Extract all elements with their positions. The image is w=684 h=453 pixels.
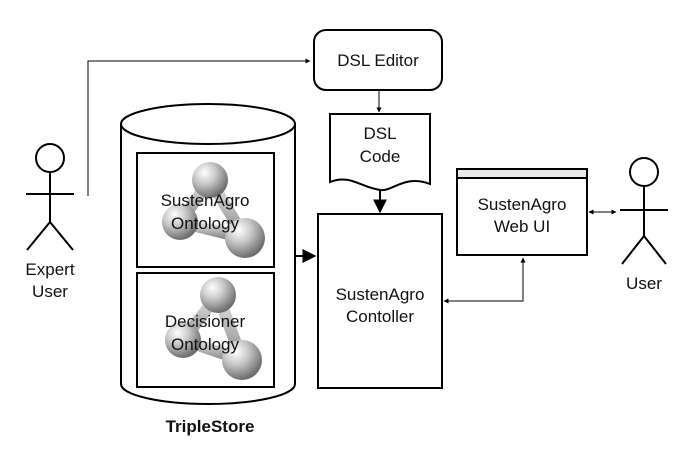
expert-user-actor [26,143,74,251]
dsl-code-label-line1: DSL [363,124,396,143]
sustenagro-ontology-molecule-icon [162,162,265,258]
expert-user-head-icon [35,143,65,173]
user-head-icon [629,157,659,187]
expert-user-label-line2: User [32,282,68,301]
triplestore-label: TripleStore [166,417,255,436]
decisioner-ontology-label-line1: Decisioner [165,312,246,331]
dsl-code-label-line2: Code [360,147,401,166]
sustenagro-ontology-label-line2: Ontology [171,214,240,233]
expert-user-label-line1: Expert [25,260,74,279]
controller-label-line2: Contoller [346,307,414,326]
controller-webui-arrow [443,257,526,304]
expert-to-editor-arrow [87,58,311,196]
web-ui-label-line1: SustenAgro [478,195,567,214]
web-ui-title-bar [456,168,588,179]
sustenagro-ontology-label-line1: SustenAgro [161,191,250,210]
controller-label-line1: SustenAgro [336,285,425,304]
dsl-editor-box [313,29,443,91]
decisioner-ontology-label-line2: Ontology [171,335,240,354]
user-actor [620,157,668,265]
web-ui-label-line2: Web UI [494,217,550,236]
sustenagro-web-ui-window [456,168,588,256]
dsl-editor-label: DSL Editor [337,51,419,70]
decisioner-ontology-molecule-icon [165,277,262,380]
user-label: User [626,274,662,293]
sustenagro-controller-box [317,213,443,389]
